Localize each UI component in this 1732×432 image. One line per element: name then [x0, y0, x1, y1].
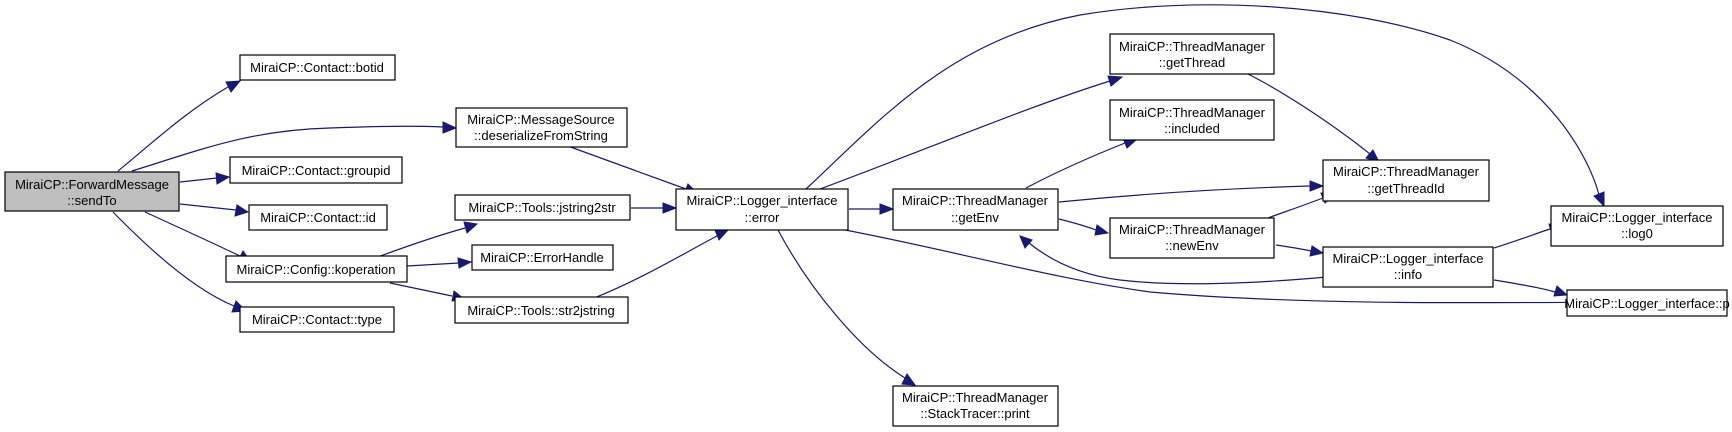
svg-text:::getThreadId: ::getThreadId — [1367, 181, 1444, 196]
node-contact-id[interactable]: MiraiCP::Contact::id — [248, 204, 388, 231]
node-config-koperation[interactable]: MiraiCP::Config::koperation — [225, 255, 408, 283]
svg-text:MiraiCP::ErrorHandle: MiraiCP::ErrorHandle — [480, 250, 604, 265]
svg-text:MiraiCP::Config::koperation: MiraiCP::Config::koperation — [237, 262, 396, 277]
svg-text:MiraiCP::ForwardMessage: MiraiCP::ForwardMessage — [15, 177, 169, 192]
svg-text:MiraiCP::ThreadManager: MiraiCP::ThreadManager — [1119, 222, 1266, 237]
svg-text:MiraiCP::Tools::str2jstring: MiraiCP::Tools::str2jstring — [467, 303, 614, 318]
svg-text:::error: ::error — [745, 210, 780, 225]
edge-koperation-jstring2str — [374, 221, 479, 259]
svg-text:::sendTo: ::sendTo — [67, 193, 116, 208]
svg-text:MiraiCP::Contact::botid: MiraiCP::Contact::botid — [250, 60, 384, 75]
node-logger-p[interactable]: MiraiCP::Logger_interface::p — [1564, 289, 1730, 317]
edge-getenv-newenv — [1058, 218, 1110, 236]
edge-info-p — [1493, 279, 1569, 297]
edge-error-getthread — [819, 75, 1124, 190]
svg-text:::log0: ::log0 — [1621, 226, 1653, 241]
node-stacktracer-print[interactable]: MiraiCP::ThreadManager ::StackTracer::pr… — [892, 385, 1059, 427]
node-errorhandle[interactable]: MiraiCP::ErrorHandle — [471, 244, 614, 271]
svg-text:MiraiCP::Contact::groupid: MiraiCP::Contact::groupid — [242, 163, 391, 178]
edge-error-log0 — [805, 4, 1605, 208]
svg-text:MiraiCP::Logger_interface: MiraiCP::Logger_interface — [1332, 251, 1483, 266]
edge-sendto-groupid — [179, 172, 231, 185]
svg-text:::getEnv: ::getEnv — [951, 210, 999, 225]
svg-text:MiraiCP::Tools::jstring2str: MiraiCP::Tools::jstring2str — [468, 200, 616, 215]
edge-error-print — [777, 229, 917, 386]
svg-text:MiraiCP::ThreadManager: MiraiCP::ThreadManager — [902, 193, 1049, 208]
node-threadmanager-getenv[interactable]: MiraiCP::ThreadManager ::getEnv — [892, 188, 1059, 231]
edge-info-getenv — [1019, 235, 1328, 285]
svg-text:MiraiCP::MessageSource: MiraiCP::MessageSource — [467, 112, 614, 127]
node-logger-log0[interactable]: MiraiCP::Logger_interface ::log0 — [1550, 205, 1724, 247]
svg-text:::included: ::included — [1164, 121, 1220, 136]
edge-getenv-getthreadid — [1058, 180, 1325, 203]
svg-text:::StackTracer::print: ::StackTracer::print — [920, 406, 1030, 421]
edge-error-getenv — [849, 203, 895, 215]
edge-sendto-deserialize — [131, 121, 458, 172]
edge-sendto-id — [179, 203, 250, 217]
node-tools-jstring2str[interactable]: MiraiCP::Tools::jstring2str — [454, 194, 631, 221]
svg-text:::getThread: ::getThread — [1159, 55, 1226, 70]
svg-text:::deserializeFromString: ::deserializeFromString — [474, 128, 608, 143]
svg-text:MiraiCP::Contact::type: MiraiCP::Contact::type — [252, 312, 382, 327]
node-contact-type[interactable]: MiraiCP::Contact::type — [239, 306, 395, 333]
node-threadmanager-getthreadid[interactable]: MiraiCP::ThreadManager ::getThreadId — [1322, 159, 1490, 202]
edge-getenv-included — [1025, 137, 1139, 189]
edge-str2jstring-error — [593, 229, 730, 299]
node-messagesource-deserializefromstring[interactable]: MiraiCP::MessageSource ::deserializeFrom… — [455, 107, 628, 148]
node-tools-str2jstring[interactable]: MiraiCP::Tools::str2jstring — [454, 296, 629, 324]
svg-text:MiraiCP::ThreadManager: MiraiCP::ThreadManager — [902, 390, 1049, 405]
svg-text:::info: ::info — [1394, 267, 1422, 282]
edge-sendto-koperation — [144, 211, 253, 263]
svg-text:MiraiCP::ThreadManager: MiraiCP::ThreadManager — [1119, 39, 1266, 54]
svg-text:::newEnv: ::newEnv — [1165, 238, 1219, 253]
edge-koperation-str2jstring — [389, 282, 466, 302]
svg-text:MiraiCP::Logger_interface::p: MiraiCP::Logger_interface::p — [1564, 296, 1729, 311]
node-logger-info[interactable]: MiraiCP::Logger_interface ::info — [1322, 246, 1494, 288]
svg-text:MiraiCP::Logger_interface: MiraiCP::Logger_interface — [1561, 210, 1712, 225]
node-forwardmessage-sendto[interactable]: MiraiCP::ForwardMessage ::sendTo — [4, 171, 180, 212]
node-contact-botid[interactable]: MiraiCP::Contact::botid — [239, 54, 396, 81]
svg-text:MiraiCP::ThreadManager: MiraiCP::ThreadManager — [1333, 164, 1480, 179]
edge-sendto-botid — [117, 80, 242, 172]
edge-newenv-info — [1275, 244, 1325, 257]
node-threadmanager-newenv[interactable]: MiraiCP::ThreadManager ::newEnv — [1109, 217, 1275, 259]
edge-deserialize-error — [564, 144, 700, 195]
svg-text:MiraiCP::Logger_interface: MiraiCP::Logger_interface — [686, 193, 837, 208]
node-logger-error[interactable]: MiraiCP::Logger_interface ::error — [675, 188, 849, 231]
node-threadmanager-included[interactable]: MiraiCP::ThreadManager ::included — [1109, 99, 1275, 141]
edge-koperation-errorhandle — [406, 257, 473, 269]
node-contact-groupid[interactable]: MiraiCP::Contact::groupid — [229, 156, 403, 184]
node-threadmanager-getthread[interactable]: MiraiCP::ThreadManager ::getThread — [1109, 33, 1275, 75]
svg-text:MiraiCP::Contact::id: MiraiCP::Contact::id — [260, 210, 376, 225]
svg-text:MiraiCP::ThreadManager: MiraiCP::ThreadManager — [1119, 105, 1266, 120]
edge-jstring2str-error — [631, 202, 678, 214]
